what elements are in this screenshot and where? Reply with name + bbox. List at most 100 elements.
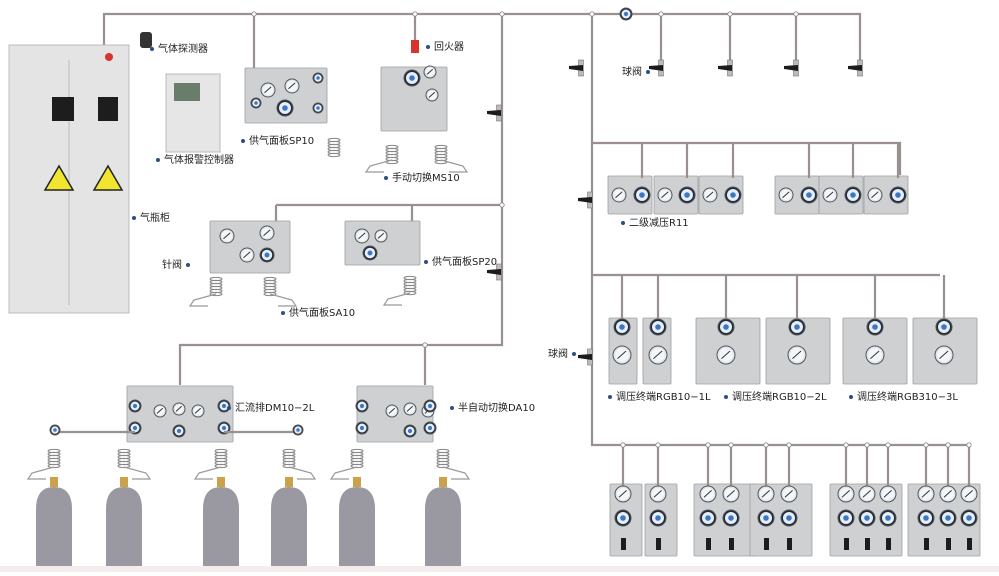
gauge-needle xyxy=(784,490,793,498)
valve-handle xyxy=(718,65,732,71)
gauge-needle xyxy=(921,490,930,498)
pipe-tee xyxy=(763,442,769,448)
gas-cylinder xyxy=(203,477,239,566)
gauge-logo xyxy=(786,515,792,521)
gauge-logo xyxy=(655,515,661,521)
gauge-needle xyxy=(761,490,770,498)
pressure-gauge-icon xyxy=(678,186,696,204)
flex-hose xyxy=(269,293,298,307)
coil-turn xyxy=(263,291,277,297)
pressure-gauge-icon xyxy=(788,318,806,336)
pressure-gauge-icon xyxy=(960,485,978,503)
label-needle-valve: 针阀 xyxy=(162,260,194,272)
valve-handle xyxy=(649,65,663,71)
label-dot xyxy=(572,352,576,356)
gauge-needle xyxy=(883,490,892,498)
coil-turn xyxy=(327,152,341,158)
gauge-needle xyxy=(706,191,714,199)
gauge-logo xyxy=(872,324,878,330)
label-dot xyxy=(132,216,136,220)
label-ball-valve-top: 球阀 xyxy=(622,67,654,79)
gauge-needle xyxy=(939,350,949,359)
cylinder-valve xyxy=(439,477,447,487)
gauge-logo xyxy=(895,192,901,198)
flex-hose xyxy=(123,466,152,480)
label-dot xyxy=(227,406,231,410)
label-flashback-arrestor: 回火器 xyxy=(422,42,464,54)
flex-hose xyxy=(440,159,469,173)
gauge-needle xyxy=(358,232,366,240)
gauge-logo xyxy=(655,324,661,330)
pressure-gauge-icon xyxy=(260,82,276,98)
pressure-gauge-icon xyxy=(724,186,742,204)
label-dot xyxy=(281,311,285,315)
pipe-tee xyxy=(705,442,711,448)
gauge-logo xyxy=(639,192,645,198)
cylinder-valve xyxy=(353,477,361,487)
pressure-gauge-icon xyxy=(49,424,61,436)
label-dot xyxy=(384,176,388,180)
cylinder-body xyxy=(36,487,72,566)
pipe-tee xyxy=(727,11,733,17)
pressure-gauge-icon xyxy=(939,485,957,503)
gauge-needle xyxy=(617,350,627,359)
label-dot xyxy=(849,395,853,399)
pressure-gauge-icon xyxy=(780,509,798,527)
pipe-tee xyxy=(945,442,951,448)
gauge-logo xyxy=(132,403,138,409)
pipe-tee xyxy=(655,442,661,448)
pipe-tee xyxy=(499,202,505,208)
valve-handle xyxy=(578,197,592,203)
gauge-logo xyxy=(359,425,365,431)
valve-handle xyxy=(848,65,862,71)
pressure-gauge-icon xyxy=(800,186,818,204)
pressure-gauge-icon xyxy=(822,187,838,203)
valve-handle xyxy=(784,65,798,71)
pressure-gauge-icon xyxy=(191,404,205,418)
ball-valve-icon xyxy=(865,538,870,550)
ball-valve-icon xyxy=(946,538,951,550)
main-header-pipe xyxy=(102,12,862,60)
pressure-gauge-icon xyxy=(917,509,935,527)
gauge-logo xyxy=(427,425,433,431)
gauge-needle xyxy=(703,490,712,498)
coil-turn xyxy=(209,291,223,297)
label-supply-panel-sp20: 供气面板SP20 xyxy=(420,257,497,269)
pressure-gauge-icon xyxy=(917,485,935,503)
secondary-regulator-r11 xyxy=(653,175,699,215)
flex-hose xyxy=(364,159,393,173)
cabinet-window xyxy=(52,97,74,121)
gauge-logo xyxy=(923,515,929,521)
gauge-logo xyxy=(296,428,300,432)
ball-valve-icon xyxy=(706,538,711,550)
pressure-gauge-icon xyxy=(722,485,740,503)
gauge-needle xyxy=(388,407,396,414)
label-ball-valve-mid: 球阀 xyxy=(548,349,580,361)
flex-hose xyxy=(288,466,317,480)
gauge-logo xyxy=(316,106,320,110)
ball-valve-icon xyxy=(764,538,769,550)
pressure-gauge-icon xyxy=(866,318,884,336)
pressure-gauge-icon xyxy=(423,399,437,413)
pressure-gauge-icon xyxy=(657,187,673,203)
gauge-logo xyxy=(705,515,711,521)
pressure-gauge-icon xyxy=(219,228,235,244)
flex-hose xyxy=(442,466,471,480)
gauge-logo xyxy=(966,515,972,521)
pipe-tee xyxy=(885,442,891,448)
pressure-gauge-icon xyxy=(259,247,275,263)
label-dot xyxy=(186,263,190,267)
gauge-needle xyxy=(156,407,164,414)
ball-valve-icon xyxy=(656,538,661,550)
gas-cylinder xyxy=(339,477,375,566)
pressure-gauge-icon xyxy=(787,345,807,365)
gauge-logo xyxy=(864,515,870,521)
label-supply-panel-sa10: 供气面板SA10 xyxy=(277,308,355,320)
pressure-gauge-icon xyxy=(702,187,718,203)
pressure-gauge-icon xyxy=(716,345,736,365)
pipe-tee xyxy=(422,342,428,348)
cylinder-body xyxy=(339,487,375,566)
gauge-needle xyxy=(263,229,271,237)
pressure-gauge-icon xyxy=(284,78,300,94)
